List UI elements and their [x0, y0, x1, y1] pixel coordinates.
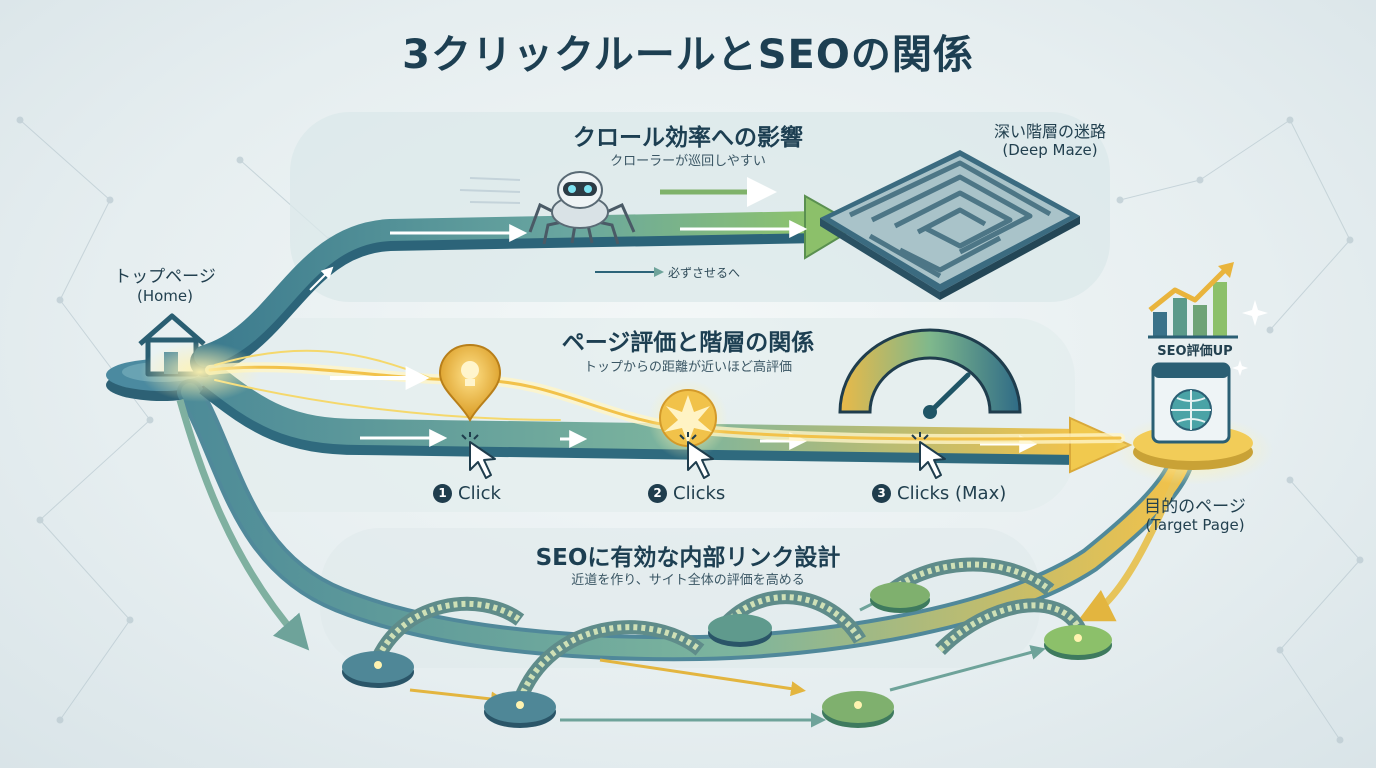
- crawl-subtitle: クローラーが巡回しやすい: [610, 154, 766, 169]
- home-sublabel: (Home): [136, 287, 193, 305]
- links-subtitle: 近道を作り、サイト全体の評価を高める: [571, 573, 805, 588]
- energy-stream: [205, 349, 1125, 445]
- maze-sublabel: (Deep Maze): [1002, 141, 1098, 159]
- step-label: Clicks (Max): [897, 483, 1007, 504]
- click-step-2: 2 Clicks: [648, 483, 725, 504]
- target-sublabel: (Target Page): [1145, 516, 1245, 534]
- evaluation-subtitle: トップからの距離が近いほど高評価: [583, 360, 792, 375]
- click-path-arrowhead: [1069, 416, 1133, 474]
- target-label: 目的のページ: [1144, 497, 1246, 517]
- step-number: 3: [872, 484, 891, 503]
- click-step-1: 1 Click: [433, 483, 501, 504]
- seo-up-label: SEO評価UP: [1157, 344, 1233, 359]
- sparkle-decoration: [1232, 300, 1268, 376]
- step-number: 2: [648, 484, 667, 503]
- crawl-note: 必ずさせるへ: [668, 266, 741, 280]
- evaluation-heading: ページ評価と階層の関係: [561, 330, 815, 356]
- growth-chart-icon: [1148, 262, 1238, 339]
- globe-page-icon: [1151, 362, 1231, 444]
- step-label: Click: [458, 483, 501, 504]
- step-label: Clicks: [673, 483, 726, 504]
- gauge-icon: [838, 328, 1022, 419]
- link-hubs: [342, 582, 1112, 728]
- crawl-heading: クロール効率への影響: [573, 125, 803, 151]
- burst-icon: [648, 380, 728, 460]
- maze-icon: [820, 150, 1080, 300]
- click-step-3: 3 Clicks (Max): [872, 483, 1006, 504]
- page-title: 3クリックルールとSEOの関係: [402, 32, 974, 78]
- links-heading: SEOに有効な内部リンク設計: [535, 545, 841, 571]
- cursor-icon: [469, 441, 946, 479]
- crawler-robot-icon: [528, 171, 636, 245]
- lightbulb-icon: [438, 343, 502, 423]
- maze-label: 深い階層の迷路: [993, 122, 1106, 141]
- step-number: 1: [433, 484, 452, 503]
- home-label: トップページ: [114, 267, 216, 287]
